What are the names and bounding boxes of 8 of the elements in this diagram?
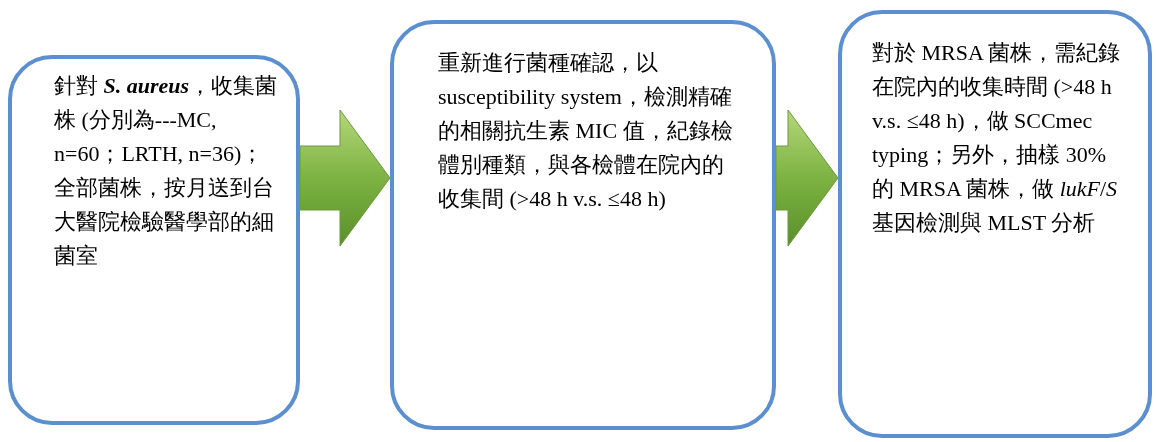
step-text: 重新進行菌種確認，以 susceptibility system，檢測精確的相關抗生素 MIC 值，紀錄檢體別種類，與各檢體在院內的收集間 (>48 h v.s. ≤48 h) [438,49,734,213]
process-box [8,55,300,425]
block-arrow [775,109,839,247]
process-box [390,20,776,430]
block-arrow [299,109,391,247]
step-text: 針對 S. aureus，收集菌株 (分別為---MC, n=60；LRTH, n=36)；全部菌株，按月送到台大醫院檢驗醫學部的細菌室 [54,72,279,270]
process-box [838,10,1152,438]
step-text: 對於 MRSA 菌株，需紀錄在院內的收集時間 (>48 h v.s. ≤48 h)，做 SCCmec typing；另外，抽樣 30%的 MRSA 菌株，做 lukF/S 基因檢測與 MLST 分析 [872,39,1122,237]
